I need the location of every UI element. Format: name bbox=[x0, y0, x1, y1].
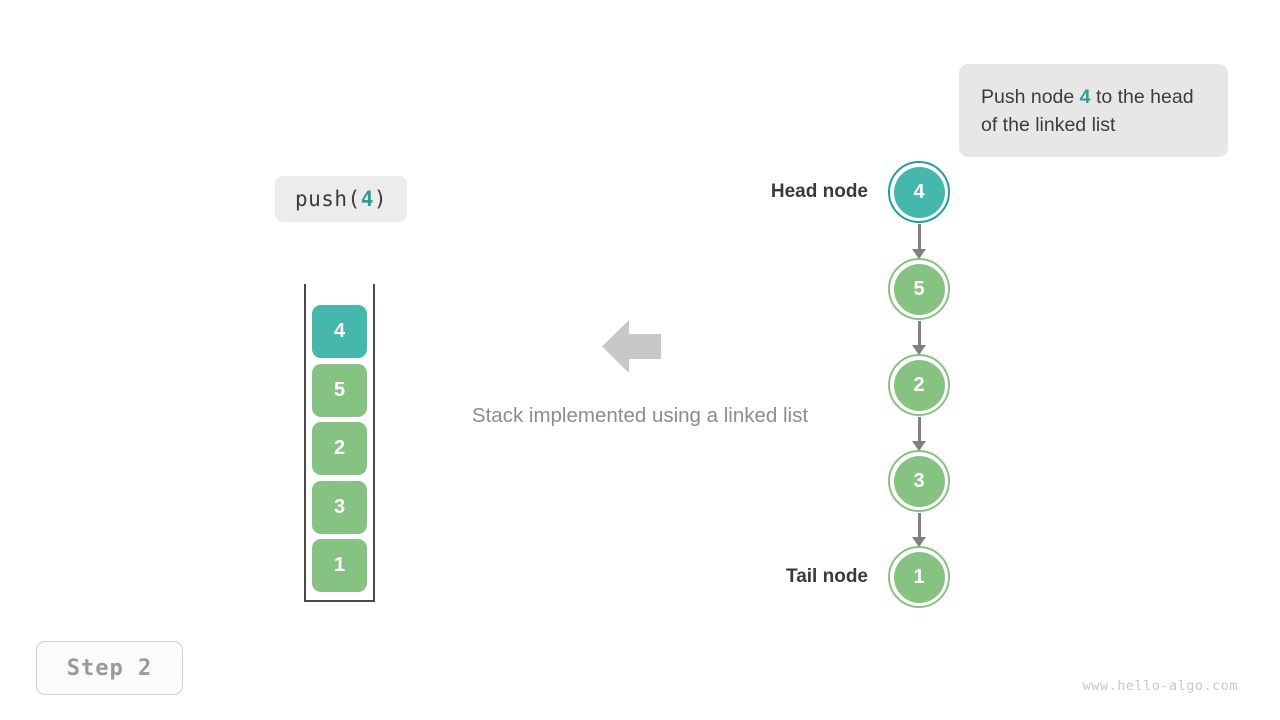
operation-label-prefix: push( bbox=[294, 187, 361, 211]
callout-box: Push node 4 to the head of the linked li… bbox=[959, 64, 1228, 157]
stack-box: 5 bbox=[312, 364, 367, 417]
linked-list-node-value: 3 bbox=[913, 469, 925, 492]
operation-label-value: 4 bbox=[360, 187, 374, 211]
linked-list-connector bbox=[917, 321, 921, 347]
stack-box-value: 3 bbox=[333, 496, 346, 518]
footer-watermark: www.hello-algo.com bbox=[1082, 678, 1238, 694]
head-node-label: Head node bbox=[770, 181, 868, 202]
stack-container-frame bbox=[304, 284, 375, 602]
linked-list-node: 5 bbox=[893, 263, 945, 315]
stack-frame-floor bbox=[304, 600, 375, 602]
linked-list-node: 1 bbox=[893, 551, 945, 603]
diagram-caption: Stack implemented using a linked list bbox=[0, 404, 1280, 428]
stack-box-value: 4 bbox=[333, 320, 346, 342]
linked-list-connector bbox=[917, 513, 921, 539]
diagram-caption-text: Stack implemented using a linked list bbox=[471, 404, 809, 427]
stack-frame-left-wall bbox=[304, 284, 306, 602]
linked-list-node: 2 bbox=[893, 359, 945, 411]
stack-box: 4 bbox=[312, 305, 367, 358]
operation-label: push(4) bbox=[275, 176, 407, 222]
linked-list-node: 4 bbox=[893, 166, 945, 218]
linked-list-node-value: 2 bbox=[913, 373, 925, 396]
callout-text-before: Push node bbox=[981, 85, 1080, 108]
callout-highlight-value: 4 bbox=[1079, 85, 1091, 108]
operation-label-suffix: ) bbox=[373, 187, 388, 211]
linked-list-connector-arrowhead-icon bbox=[912, 441, 926, 451]
tail-node-label: Tail node bbox=[786, 566, 868, 587]
linked-list-node-value: 5 bbox=[913, 277, 925, 300]
callout-text-after: to the head of the linked list bbox=[981, 85, 1194, 136]
linked-list-connector-arrowhead-icon bbox=[912, 345, 926, 355]
stack-box: 3 bbox=[312, 481, 367, 534]
stack-box: 1 bbox=[312, 539, 367, 592]
stack-box-value: 1 bbox=[333, 554, 346, 576]
linked-list-node: 3 bbox=[893, 455, 945, 507]
step-badge: Step 2 bbox=[36, 641, 183, 695]
stack-box: 2 bbox=[312, 422, 367, 475]
linked-list-connector bbox=[917, 417, 921, 443]
linked-list-node-value: 4 bbox=[913, 180, 925, 203]
linked-list-connector bbox=[917, 224, 921, 251]
stack-box-value: 5 bbox=[333, 379, 346, 401]
callout-text: Push node 4 to the head of the linked li… bbox=[981, 83, 1206, 139]
linked-list-node-value: 1 bbox=[913, 565, 925, 588]
linked-list-connector-arrowhead-icon bbox=[912, 249, 926, 259]
linked-list-connector-arrowhead-icon bbox=[912, 537, 926, 547]
stack-box-value: 2 bbox=[333, 437, 346, 459]
stack-frame-right-wall bbox=[373, 284, 375, 602]
equivalence-arrow-left-icon bbox=[602, 318, 661, 375]
